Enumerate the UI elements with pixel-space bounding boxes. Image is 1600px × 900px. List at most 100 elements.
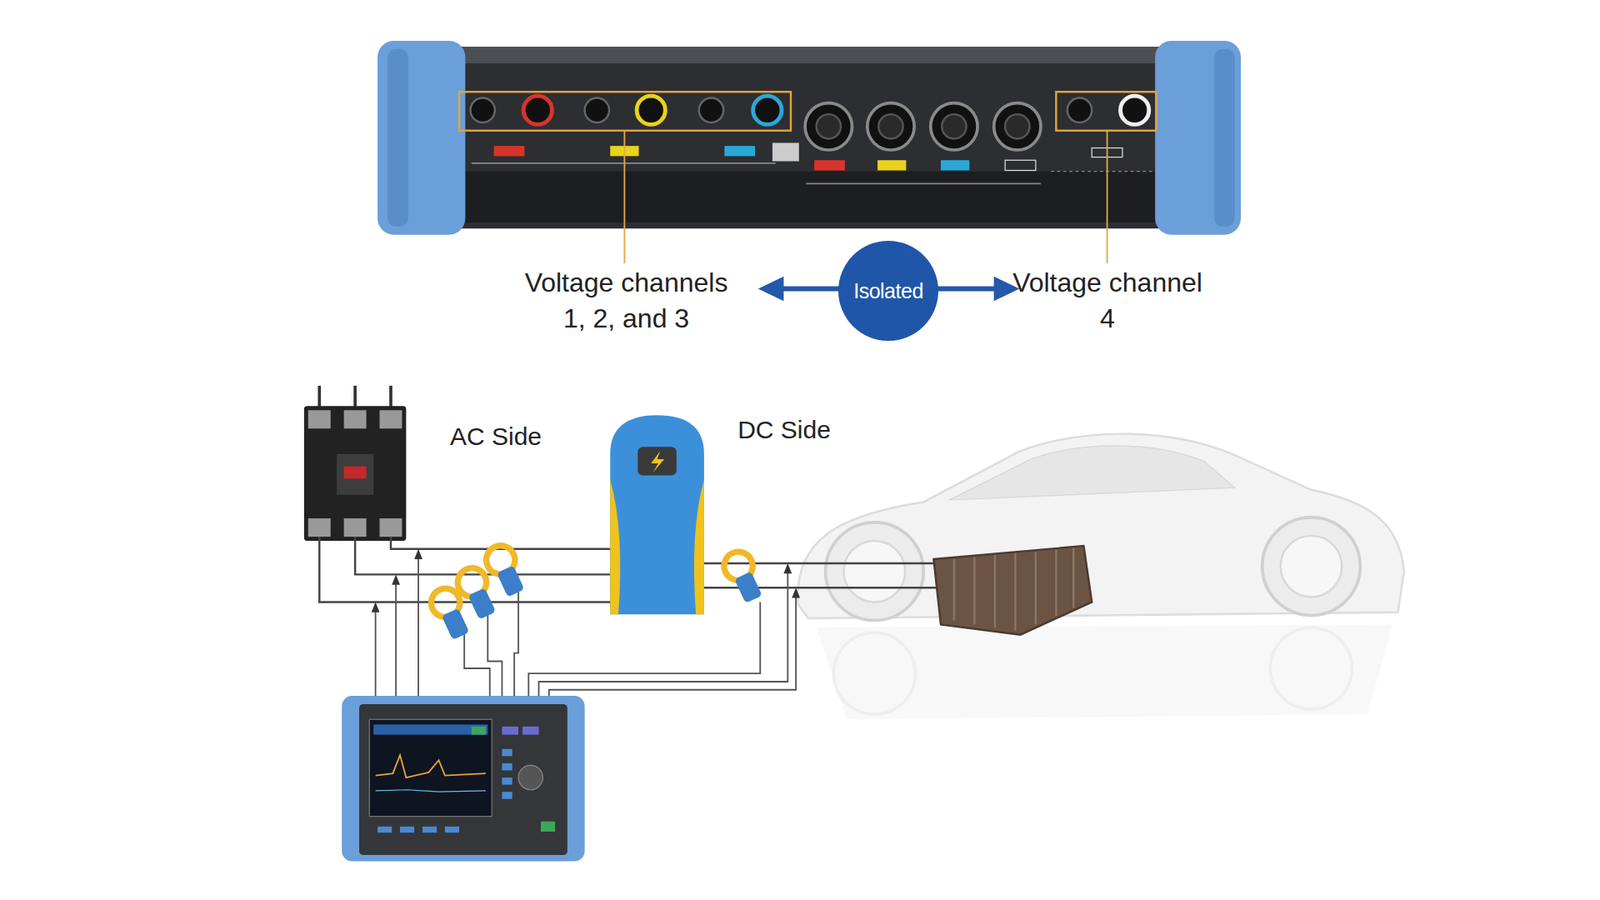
voltage-terminal [470,98,495,123]
current-clamp [719,547,767,606]
ac-wire [319,536,612,602]
voltage-lead [549,591,796,696]
side-label: DC Side [721,413,847,448]
current-connector [930,103,978,150]
voltage-lead [417,553,420,696]
analyzer-keypad [518,765,543,790]
analyzer-button [501,763,512,771]
current-connector-core [816,114,841,139]
end-cap [377,40,465,235]
channel-tag [814,160,845,170]
breaker-terminal [380,518,403,537]
current-connector [805,103,852,150]
voltage-lead [395,578,397,696]
lead-arrow [371,601,380,612]
isolation-badge: Isolated [838,240,939,341]
current-connector-core [1005,114,1030,139]
analyzer-button [422,826,437,833]
breaker-terminal [344,518,367,537]
isolation-arrow [935,285,1000,291]
channel-tag [494,145,525,156]
analyzer-button [522,726,540,735]
screen-header [373,724,488,735]
lead-arrow [391,574,400,585]
clamp-body [734,571,762,604]
car-wheel [1262,517,1361,616]
leader-line [1106,130,1109,264]
analyzer-button [501,777,512,785]
channel-label: Voltage channel 4 [1007,265,1208,337]
ground-mark [772,142,800,161]
analyzer-button [377,826,392,833]
breaker-terminal [380,410,403,429]
screen-trace [375,755,486,778]
voltage-terminal [636,95,665,125]
clamp-body [496,565,525,597]
voltage-terminal [753,95,782,125]
breaker-terminal [344,410,367,429]
charger-icon [637,446,677,475]
voltage-terminal [699,98,724,123]
supply-wire [317,385,321,409]
voltage-terminal [523,95,552,125]
lightning-symbol [650,450,665,473]
analyzer-button [400,826,415,833]
voltage-terminal [585,98,610,123]
breaker-lever [344,466,367,480]
channel-tag [877,160,906,170]
channel-tag [940,160,970,170]
side-label: AC Side [433,420,559,455]
current-clamp [481,540,530,600]
ac-wire [355,536,613,575]
car-reflection [833,632,915,715]
analyzer-button [501,726,519,735]
leader-line [623,130,625,264]
power-analyzer [341,695,585,861]
ev-charger [610,415,705,615]
end-cap-shade [387,49,408,227]
panel-rule [1050,170,1153,172]
analyzer-button [445,826,460,833]
current-connector-core [878,114,903,139]
battery-cells [954,548,1074,631]
highlight-box [459,91,791,131]
breaker-handle [336,454,374,495]
channel-tag [1005,160,1036,170]
clamp-lead [464,630,490,696]
panel-rule [471,162,776,165]
badge-text-holder: Isolated [838,240,939,341]
screen-indicator [471,726,486,735]
badge-circle [838,240,939,341]
circuit-breaker [304,405,406,541]
car-reflection [816,624,1394,720]
voltage-terminal [1120,95,1149,125]
analyzer-button [540,821,555,832]
current-connector [994,103,1041,150]
clamp-body [441,608,470,640]
breaker-terminal [308,410,331,429]
car-window [949,445,1235,500]
current-connector-core [941,114,966,139]
panel-rule [805,182,1041,185]
highlight-box [1055,91,1156,131]
lead-arrow [791,587,800,598]
clamp-lead [514,591,519,696]
isolation-arrow [777,285,843,291]
arrow-head [758,276,785,301]
analyzer-button [501,791,512,800]
battery-pack [933,545,1092,635]
charger-trim [610,480,620,615]
analyzer-face [359,704,568,855]
current-connector [867,103,915,150]
lead-arrow [783,563,792,574]
lead-arrow [414,549,423,560]
supply-wire [353,385,357,409]
analyzer-button [501,749,512,757]
panel-top-edge [449,46,1170,64]
car-reflection [1270,627,1352,710]
charger-trim [694,480,705,615]
analyzer-screen [369,719,492,816]
panel-body [449,46,1170,229]
